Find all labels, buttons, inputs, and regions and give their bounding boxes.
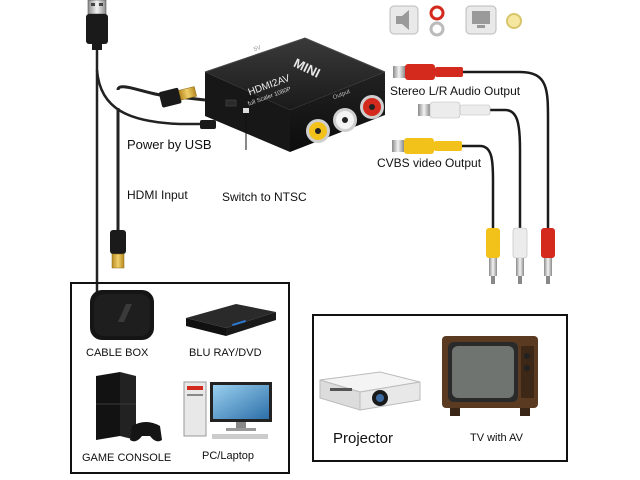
cable-box-device [90,290,154,340]
hdmi-cable [116,85,206,232]
usb-power-cable [95,69,213,126]
rca-cables [405,70,550,232]
tv-label: TV with AV [470,432,523,444]
game-console-device [96,372,162,442]
cvbs-video-label: CVBS video Output [377,156,482,170]
rca-plug-white-top [418,101,491,119]
rca-plug-yellow-top [392,138,462,154]
tv-device [442,336,538,416]
hdmi-plug-bottom [110,230,126,269]
monitor-icon [465,5,497,35]
adapter-jack-white [333,108,357,132]
bluray-player-device [186,304,276,336]
power-plug [200,120,216,129]
gamepad-icon [130,422,162,442]
projector-device [319,371,421,411]
adapter-jack-red [360,95,384,119]
rca-plug-red-top [393,64,463,80]
adapter-jack-yellow [306,119,330,143]
speaker-icon [389,5,419,35]
game-console-label: GAME CONSOLE [82,452,172,464]
hdmi-plug-top [158,86,197,108]
switch-ntsc-label: Switch to NTSC [222,190,307,204]
rca-plug-red-bottom [541,228,555,284]
adapter-power-text: 5V [253,45,262,53]
cable-box-label: CABLE BOX [86,347,149,359]
display-devices-box [312,314,568,462]
pc-laptop-label: PC/Laptop [202,450,254,462]
rca-audio-icon [429,5,445,37]
bluray-label: BLU RAY/DVD [189,347,262,359]
power-usb-label: Power by USB [127,137,212,152]
pc-laptop-device [183,381,272,439]
adapter-box [204,37,386,152]
source-devices-box [70,282,290,474]
hdmi-input-label: HDMI Input [127,188,188,202]
usb-plug [86,0,108,50]
rca-plug-yellow-bottom [486,228,500,284]
rca-plug-white-bottom [512,227,528,284]
stereo-audio-label: Stereo L/R Audio Output [390,84,521,98]
rca-video-icon [506,13,522,29]
projector-label: Projector [333,430,394,447]
